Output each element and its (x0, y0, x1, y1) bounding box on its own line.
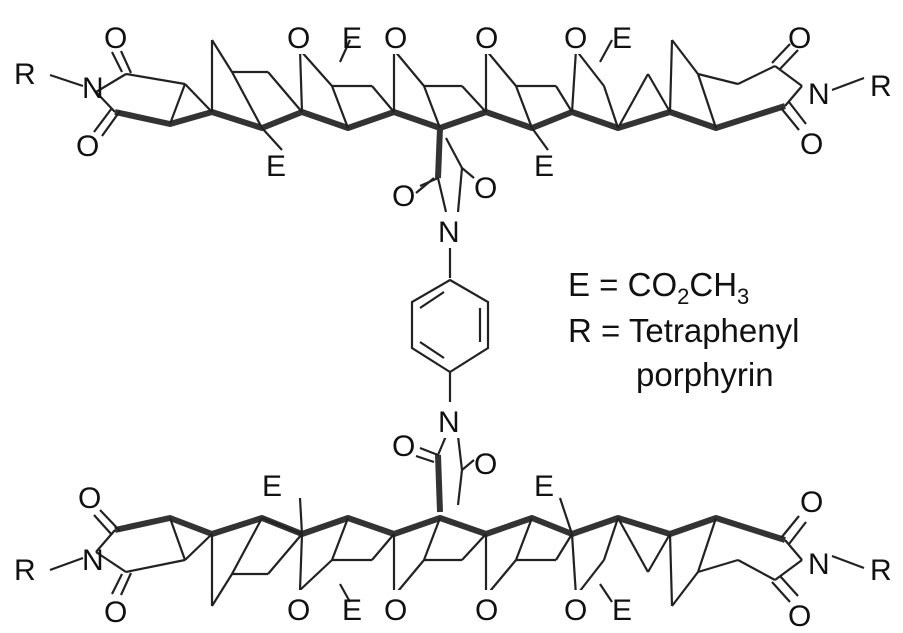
legend-r-definition: R = Tetraphenyl (568, 312, 799, 349)
atom-n: N (808, 78, 830, 111)
atom-o: O (104, 22, 127, 55)
atom-o: O (287, 22, 310, 55)
atom-e: E (612, 22, 632, 55)
atom-e: E (612, 594, 632, 627)
atom-n: N (82, 72, 104, 105)
atom-r: R (14, 58, 36, 91)
lower-framework-bonds (49, 497, 865, 607)
atom-n: N (82, 544, 104, 577)
atom-o: O (392, 180, 415, 213)
atom-e: E (342, 594, 362, 627)
atom-o: O (287, 594, 310, 627)
atom-o: O (76, 130, 99, 163)
atom-o: O (384, 594, 407, 627)
lower-belt (49, 497, 865, 607)
atom-e: E (534, 470, 554, 503)
upper-linker-bold-bond (435, 127, 443, 179)
upper-framework-bonds (49, 39, 865, 151)
atom-n: N (808, 548, 830, 581)
atom-r: R (870, 554, 892, 587)
atom-e: E (262, 470, 282, 503)
atom-o: O (788, 22, 811, 55)
atom-o: O (564, 594, 587, 627)
atom-r: R (14, 554, 36, 587)
atom-o: O (564, 22, 587, 55)
atom-o: O (384, 22, 407, 55)
legend: E = CO2CH3 R = Tetraphenyl porphyrin (568, 266, 799, 393)
legend-e-definition: E = CO2CH3 (568, 266, 749, 309)
atom-o: O (104, 596, 127, 629)
upper-belt (49, 39, 865, 151)
atom-r: R (870, 70, 892, 103)
atom-o: O (475, 22, 498, 55)
label-masks (280, 18, 596, 626)
atom-e: E (342, 22, 362, 55)
upper-backbone-bond (114, 103, 786, 131)
atom-e: E (266, 150, 286, 183)
atom-n: N (438, 216, 460, 249)
atom-o: O (474, 448, 497, 481)
atom-e: E (534, 150, 554, 183)
atom-o: O (392, 430, 415, 463)
atom-labels: R N O O O E O O O E O N R O E E O O N N … (14, 22, 892, 633)
atom-o: O (475, 594, 498, 627)
legend-r-definition-cont: porphyrin (636, 356, 774, 393)
atom-o: O (800, 128, 823, 161)
atom-o: O (78, 482, 101, 515)
lower-linker-bold-bond (435, 454, 443, 513)
lower-backbone-bond (114, 515, 786, 543)
atom-n: N (438, 406, 460, 439)
linker-bonds (410, 137, 490, 506)
atom-o: O (474, 172, 497, 205)
atom-o: O (788, 600, 811, 633)
central-linker (410, 127, 490, 513)
atom-o: O (800, 486, 823, 519)
